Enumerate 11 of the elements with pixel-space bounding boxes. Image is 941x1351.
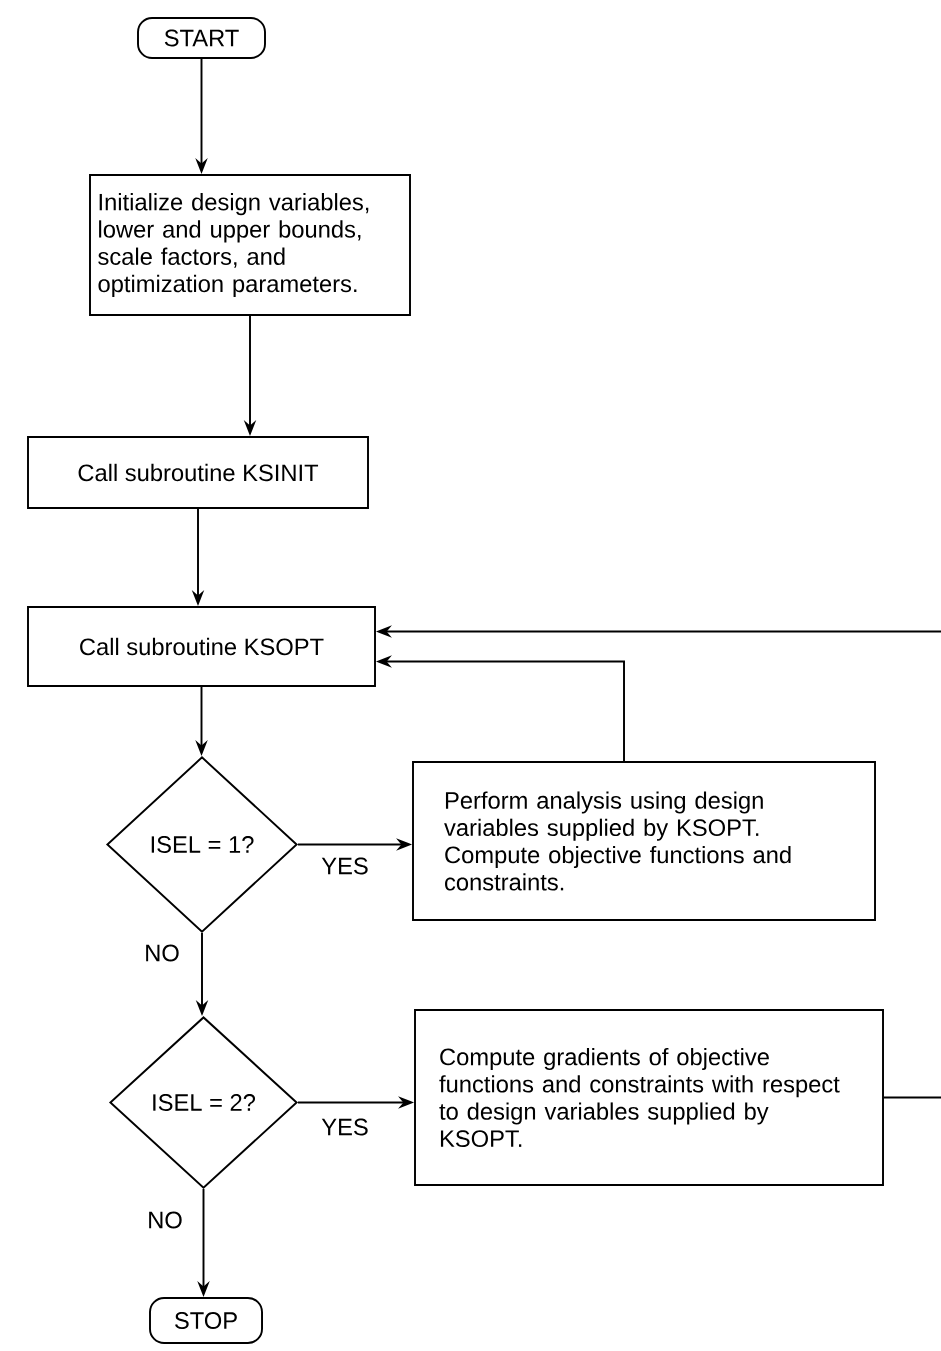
process-box: Initialize design variables, lower and upper bounds, scale factors, and optimization parameters. [89, 174, 411, 316]
edge-label: YES [319, 1116, 371, 1138]
process-box: Compute gradients of objective functions and constraints with respect to design variables supplied by KSOPT. [414, 1009, 884, 1186]
process-box: Perform analysis using design variables supplied by KSOPT. Compute objective functions and constraints. [412, 761, 876, 921]
process-box: Call subroutine KSOPT [27, 606, 376, 687]
process-box: Call subroutine KSINIT [27, 436, 369, 509]
terminal-box: STOP [149, 1297, 263, 1344]
edge-label: YES [319, 855, 371, 877]
edge-label: NO [145, 1209, 185, 1231]
terminal-box: START [137, 17, 266, 59]
edge-label: NO [142, 942, 182, 964]
